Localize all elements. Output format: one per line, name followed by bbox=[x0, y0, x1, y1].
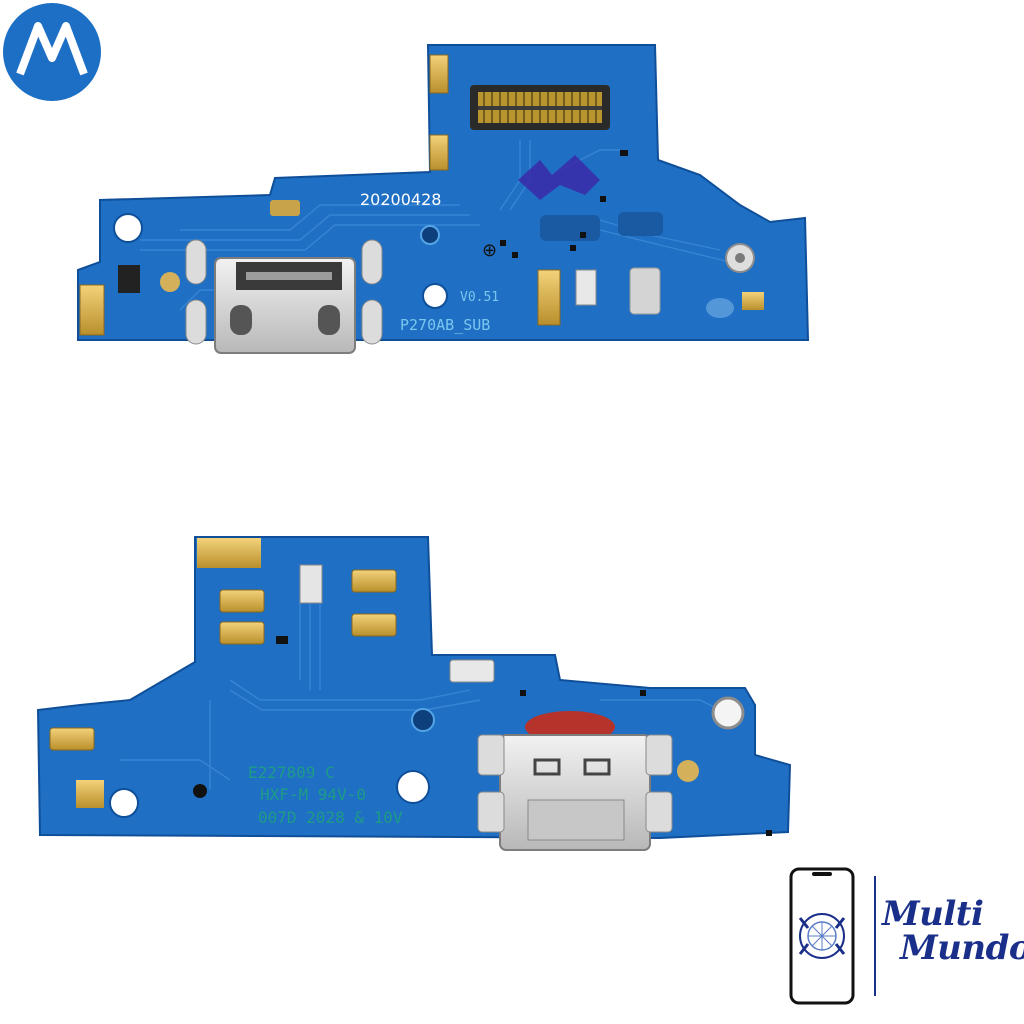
phone-icon bbox=[789, 867, 855, 1005]
bottom-board-label-line2: HXF-M 94V-0 bbox=[260, 785, 366, 804]
bottom-board-label-line1: E227809 C bbox=[248, 763, 335, 782]
bottom-board-label-line3: 007D 2028 & 10V bbox=[258, 808, 403, 827]
logo-text-mundo: Mundo bbox=[900, 928, 1024, 968]
top-board-version-label: V0.51 bbox=[460, 290, 500, 305]
top-charging-board: ⊕ bbox=[77, 44, 810, 354]
logo-divider bbox=[874, 876, 876, 996]
top-board-part-label: P270AB_SUB bbox=[400, 316, 491, 334]
svg-text:⊕: ⊕ bbox=[482, 240, 497, 261]
bottom-charging-board bbox=[36, 536, 792, 851]
logo-text-multi: Multi bbox=[882, 894, 984, 934]
top-board-date-code: 20200428 bbox=[360, 190, 442, 209]
motorola-logo bbox=[2, 2, 102, 102]
multimundo-logo: Multi Mundo bbox=[788, 866, 1024, 1008]
